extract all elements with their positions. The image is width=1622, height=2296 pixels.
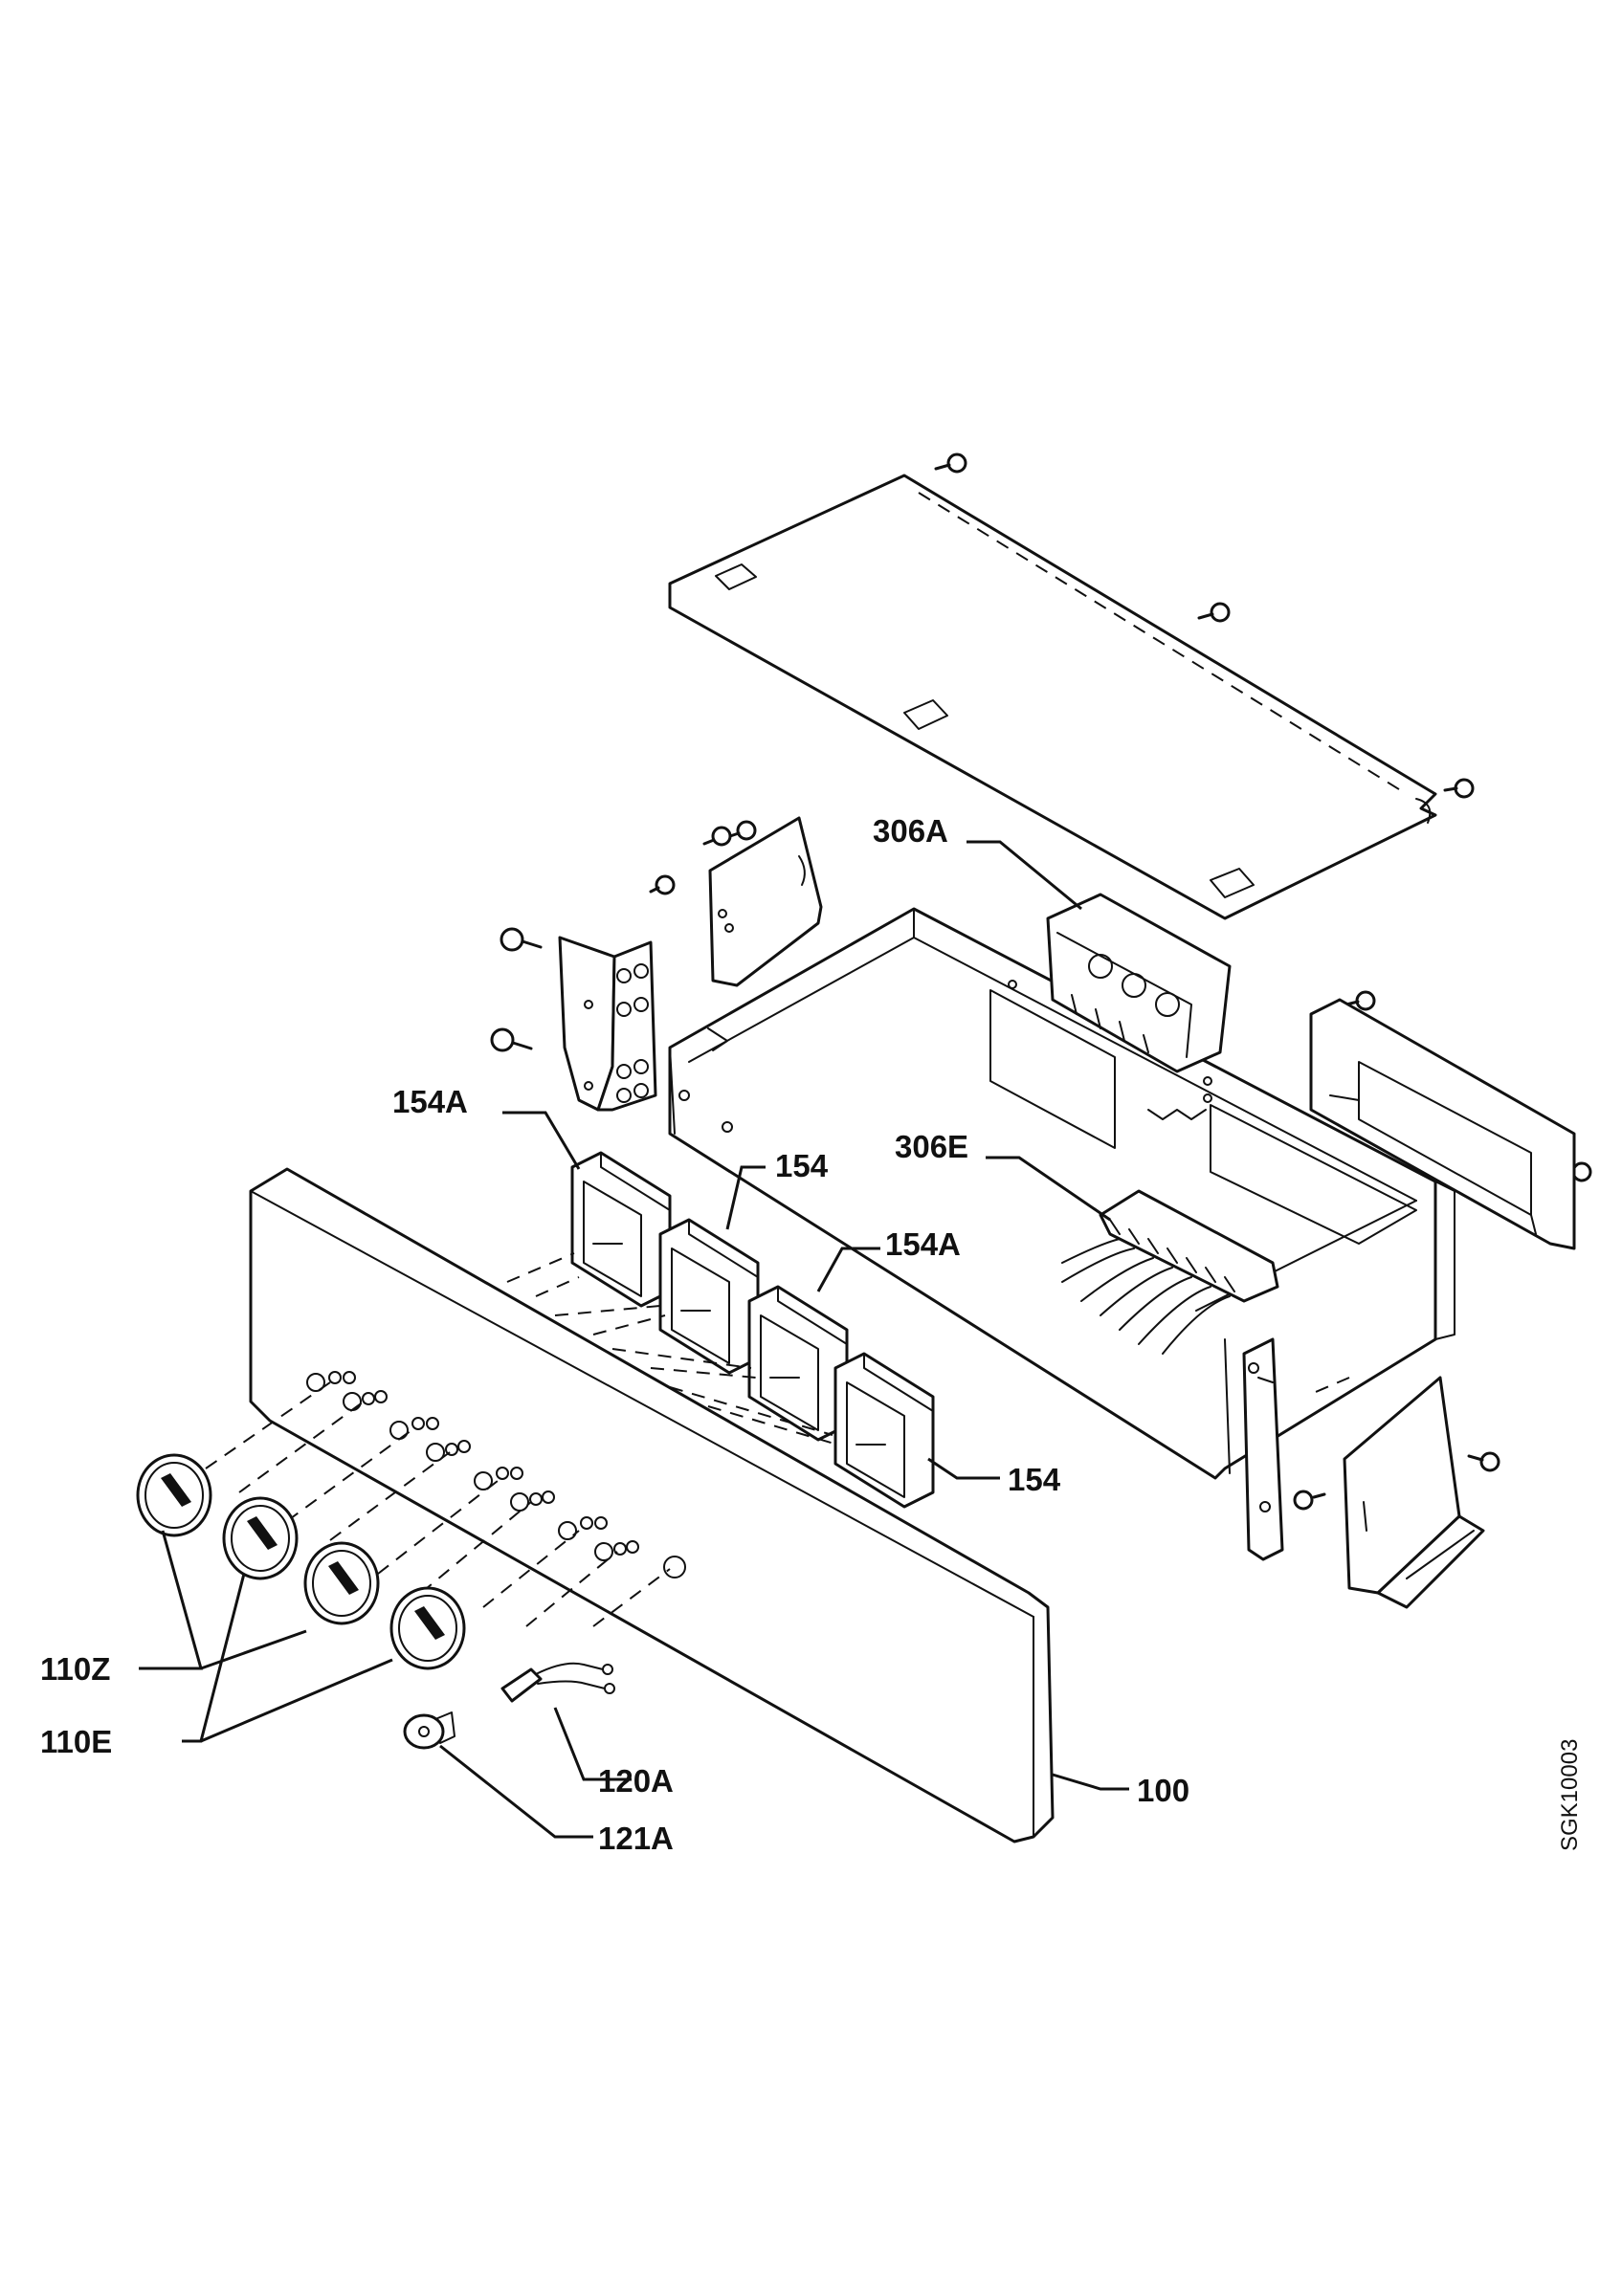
label-110e: 110E <box>40 1724 112 1759</box>
leader-lines <box>139 840 1129 1839</box>
label-100: 100 <box>1137 1773 1189 1808</box>
label-154-top: 154 <box>775 1148 829 1183</box>
label-306a: 306A <box>873 813 948 849</box>
knob-icon <box>136 1453 212 1537</box>
side-bracket-right <box>1242 1337 1284 1561</box>
screw-icon <box>649 874 676 895</box>
screw-icon <box>1197 602 1231 623</box>
label-110z: 110Z <box>40 1651 110 1687</box>
screw-icon <box>934 453 967 474</box>
lamp-lens-121a <box>403 1711 455 1750</box>
right-cover-plate <box>1309 998 1576 1250</box>
angle-bracket-left <box>558 936 657 1112</box>
label-154a-middle: 154A <box>885 1226 961 1262</box>
screw-icon <box>1443 778 1475 799</box>
label-120a: 120A <box>598 1763 674 1799</box>
switch-154a-top <box>570 1151 672 1308</box>
indicator-lamp-120a <box>500 1662 615 1703</box>
label-306e: 306E <box>895 1129 968 1164</box>
switch-154a-middle <box>747 1285 849 1442</box>
main-housing-box <box>668 907 1455 1480</box>
drawing-code: SGK10003 <box>1557 1739 1583 1851</box>
knob-icon <box>389 1586 466 1670</box>
screw-icon <box>702 826 732 847</box>
front-control-panel <box>249 1167 1055 1843</box>
screw-icon <box>490 1027 533 1052</box>
screw-icon <box>1467 1451 1500 1472</box>
screw-icon <box>1293 1490 1326 1511</box>
screw-icon <box>500 927 543 952</box>
panel-holes <box>306 1371 686 1578</box>
label-154-bottom: 154 <box>1008 1462 1061 1497</box>
top-cover-plate <box>668 474 1437 920</box>
screw-icon <box>1344 990 1376 1011</box>
part-labels: 306A 154A 154 306E 154A 154 110Z 110E 12… <box>40 813 1189 1856</box>
label-154a-top: 154A <box>392 1084 468 1119</box>
connector-306e <box>1061 1189 1279 1355</box>
small-mounting-plate <box>708 816 823 987</box>
switch-154-top <box>658 1218 760 1375</box>
alignment-lines <box>205 1252 1350 1627</box>
knob-icon <box>303 1541 380 1625</box>
switch-154-bottom <box>833 1352 935 1509</box>
terminal-block-306a <box>1046 893 1232 1073</box>
angle-bracket-right <box>1343 1376 1485 1609</box>
label-121a: 121A <box>598 1821 674 1856</box>
knob-icon <box>222 1496 299 1580</box>
